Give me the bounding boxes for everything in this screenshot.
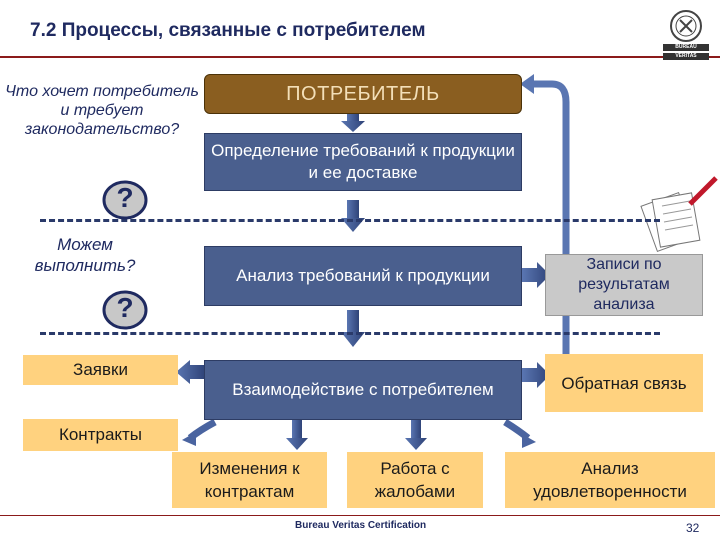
logo-line-1: BUREAU [675, 44, 697, 50]
arrow-down-2 [341, 200, 365, 232]
arrow-down-1 [341, 112, 365, 132]
complaints-handling-box: Работа с жалобами [347, 452, 483, 508]
dashed-separator-2 [40, 332, 660, 335]
analysis-records-box: Записи по результатам анализа [545, 254, 703, 316]
satisfaction-analysis-box: Анализ удовлетворенности [505, 452, 715, 508]
question-can-we-fulfill: Можем выполнить? [34, 235, 136, 275]
feedback-box: Обратная связь [545, 354, 703, 412]
logo-line-2: VERITAS [675, 53, 697, 59]
arrow-branch-complaints [405, 420, 427, 450]
bureau-veritas-logo [663, 10, 709, 60]
consumer-box: ПОТРЕБИТЕЛЬ [204, 74, 522, 114]
arrow-down-3 [341, 310, 365, 347]
arrow-branch-changes [286, 420, 308, 450]
footer-divider [0, 515, 720, 516]
requirements-analysis-box: Анализ требований к продукции [204, 246, 522, 306]
orders-box: Заявки [23, 355, 178, 385]
consumer-interaction-box: Взаимодействие с потребителем [204, 360, 522, 420]
documents-pen-icon [640, 176, 718, 253]
arrow-left-orders [176, 360, 205, 384]
arrow-right-feedback [522, 362, 550, 388]
dashed-separator-1 [40, 219, 660, 222]
question-mark-icon: ? [101, 180, 149, 220]
footer-company: Bureau Veritas Certification [295, 520, 427, 531]
question-what-consumer-wants: Что хочет потребитель и требует законода… [5, 83, 199, 138]
question-mark-icon: ? [101, 290, 149, 330]
requirements-definition-box: Определение требований к продукции и ее … [204, 133, 522, 191]
contracts-box: Контракты [23, 419, 178, 451]
feedback-loop-arrow [528, 80, 570, 355]
title-divider [0, 56, 720, 58]
page-title: 7.2 Процессы, связанные с потребителем [30, 20, 426, 41]
arrow-right-records [522, 262, 550, 288]
page-number: 32 [686, 521, 700, 535]
contract-changes-box: Изменения к контрактам [172, 452, 327, 508]
